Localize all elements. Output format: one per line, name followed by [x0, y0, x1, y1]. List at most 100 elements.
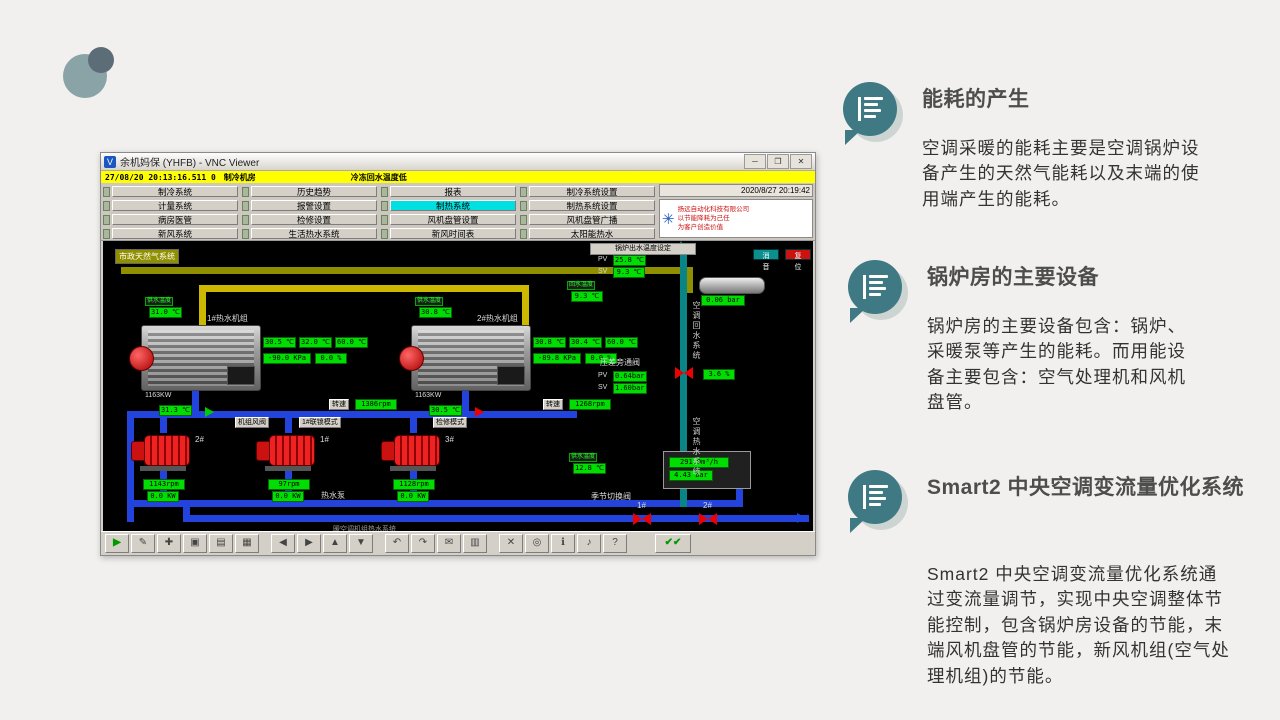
chart-icon[interactable]: ▤	[209, 534, 233, 553]
menu-fresh-air-schedule-button[interactable]: 新风时间表	[390, 228, 516, 239]
boiler1-power: 1163KW	[145, 392, 172, 399]
print-icon[interactable]: ▥	[463, 534, 487, 553]
boiler2-temp-set: 60.0 ℃	[605, 337, 638, 348]
pipe-gas-main	[121, 267, 693, 274]
note-pin-icon	[843, 82, 897, 136]
pump1-power: 0.0 KW	[272, 491, 304, 502]
menu-fresh-air-system-button[interactable]: 新风系统	[112, 228, 238, 239]
menu-domestic-hot-water-button[interactable]: 生活热水系统	[251, 228, 377, 239]
menu-report-button[interactable]: 报表	[390, 186, 516, 197]
menu-metering-system-button[interactable]: 计量系统	[112, 200, 238, 211]
boiler-control-panel	[497, 366, 525, 385]
menu-maintenance-settings-button[interactable]: 检修设置	[251, 214, 377, 225]
mail-icon[interactable]: ✉	[437, 534, 461, 553]
pump3-power: 0.0 KW	[397, 491, 429, 502]
company-slogan-2: 为客户创造价值	[677, 224, 724, 232]
return-pipe-label: 空调回水系统	[692, 301, 701, 361]
boiler1-temp-1: 30.5 ℃	[263, 337, 296, 348]
menu-fancoil-settings-button[interactable]: 风机盘管设置	[390, 214, 516, 225]
season-valve-1-icon[interactable]	[633, 513, 651, 525]
menu-fancoil-broadcast-button[interactable]: 风机盘管广播	[529, 214, 655, 225]
boiler1-load-pct: 0.0 %	[315, 353, 347, 364]
boiler-outlet-sv[interactable]: 9.3 ℃	[613, 267, 645, 278]
close-icon[interactable]: ✕	[499, 534, 523, 553]
close-button[interactable]: ✕	[790, 154, 812, 169]
boiler2-speed: 1268rpm	[569, 399, 611, 410]
pipe-boiler1-riser	[192, 389, 199, 413]
maintenance-mode-button[interactable]: 检修模式	[433, 417, 467, 428]
pump1-id: 1#	[320, 435, 329, 444]
menu-cooling-system-button[interactable]: 制冷系统	[112, 186, 238, 197]
disc-icon[interactable]: ◎	[525, 534, 549, 553]
section-body: 空调采暖的能耗主要是空调锅炉设备产生的天然气能耗以及末端的使用端产生的能耗。	[922, 138, 1200, 209]
reset-button[interactable]: 复位	[785, 249, 811, 271]
confirm-icon[interactable]: ✔✔	[655, 534, 691, 553]
unit-damper-button[interactable]: 机组风阀	[235, 417, 269, 428]
mute-button[interactable]: 消音	[753, 249, 779, 271]
forward-icon[interactable]: ▶	[297, 534, 321, 553]
bypass-sv[interactable]: 1.60bar	[613, 383, 647, 394]
season-valve-2-icon[interactable]	[699, 513, 717, 525]
window-titlebar[interactable]: V 余机妈保 (YHFB) - VNC Viewer ─ ❐ ✕	[101, 153, 815, 171]
menu-indicator	[103, 214, 110, 225]
pump-1[interactable]	[256, 431, 316, 473]
redo-icon[interactable]: ↷	[411, 534, 435, 553]
menu-history-trend-button[interactable]: 历史趋势	[251, 186, 377, 197]
decor-circle-small	[88, 47, 114, 73]
pv-label: PV	[598, 256, 608, 263]
sv-label: SV	[598, 384, 608, 391]
run-icon[interactable]: ▶	[105, 534, 129, 553]
pump2-id: 2#	[195, 435, 204, 444]
pump-2[interactable]	[131, 431, 191, 473]
bypass-valve-icon[interactable]	[675, 367, 693, 379]
save-icon[interactable]: ▦	[235, 534, 259, 553]
pipe-pump2-in	[285, 416, 292, 433]
boiler2-temp-1: 30.8 ℃	[533, 337, 566, 348]
edit-icon[interactable]: ✎	[131, 534, 155, 553]
season-valve-label: 季节切换阀	[591, 492, 631, 501]
menu-indicator	[242, 228, 249, 239]
return-temp-label: 回水温度	[567, 281, 596, 290]
maximize-button[interactable]: ❐	[767, 154, 789, 169]
boiler-burner-icon	[129, 346, 154, 371]
vnc-window: V 余机妈保 (YHFB) - VNC Viewer ─ ❐ ✕ 27/08/2…	[100, 152, 816, 556]
boiler-1[interactable]	[129, 325, 261, 391]
menu-solar-hot-water-button[interactable]: 太阳能热水	[529, 228, 655, 239]
boiler1-inlet-temp: 31.0 ℃	[149, 307, 182, 318]
hot-water-pipe-label: 空调热水系统	[692, 417, 701, 477]
help-icon[interactable]: ?	[603, 534, 627, 553]
boiler1-outlet-temp: 31.3 ℃	[159, 405, 192, 416]
pipe-water-lower	[127, 500, 743, 507]
menu-ward-management-button[interactable]: 病房医管	[112, 214, 238, 225]
header-right-panel: 2020/8/27 20:19:42 ✳ 扬远自动化科技有限公司 以节能降耗为己…	[659, 184, 813, 238]
interlock-mode-button[interactable]: 1#联锁模式	[299, 417, 341, 428]
note-pin-icon	[848, 260, 902, 314]
alarm-location: 制冷机房	[223, 172, 256, 182]
palette-icon[interactable]: ▣	[183, 534, 207, 553]
menu-heating-settings-button[interactable]: 制热系统设置	[529, 200, 655, 211]
pump-3[interactable]	[381, 431, 441, 473]
menu-heating-system-button[interactable]: 制热系统	[390, 200, 516, 211]
info-icon[interactable]: ℹ	[551, 534, 575, 553]
pipe-gas-drop-right	[686, 267, 693, 293]
boiler2-load-pct: 0.0 %	[585, 353, 617, 364]
return-temp-value: 9.3 ℃	[571, 291, 603, 302]
boiler1-pressure: -90.0 KPa	[263, 353, 311, 364]
sound-icon[interactable]: ♪	[577, 534, 601, 553]
menu-alarm-settings-button[interactable]: 报警设置	[251, 200, 377, 211]
boiler2-speed-label: 转速	[543, 399, 563, 410]
back-icon[interactable]: ◀	[271, 534, 295, 553]
down-icon[interactable]: ▼	[349, 534, 373, 553]
undo-icon[interactable]: ↶	[385, 534, 409, 553]
boiler1-name: 1#热水机组	[207, 314, 248, 323]
supply-pressure-value: 4.43 bar	[669, 470, 713, 481]
pipe-water-bottom	[183, 515, 809, 522]
company-slogan-1: 以节能降耗为己任	[677, 214, 730, 222]
menu-cooling-settings-button[interactable]: 制冷系统设置	[529, 186, 655, 197]
menu-header: 制冷系统 历史趋势 报表 制冷系统设置 计量系统 报警设置 制热系统 制热系统设…	[101, 183, 815, 241]
up-icon[interactable]: ▲	[323, 534, 347, 553]
boiler-2[interactable]	[399, 325, 531, 391]
add-icon[interactable]: ✚	[157, 534, 181, 553]
minimize-button[interactable]: ─	[744, 154, 766, 169]
section-body: Smart2 中央空调变流量优化系统通过变流量调节，实现中央空调整体节能控制，包…	[927, 564, 1230, 686]
